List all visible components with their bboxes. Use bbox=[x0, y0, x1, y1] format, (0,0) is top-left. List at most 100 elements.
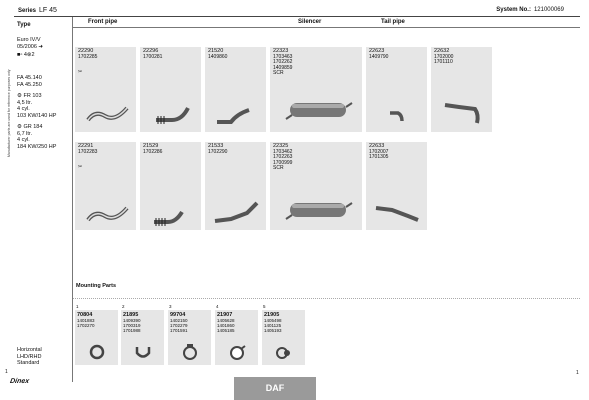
part-card[interactable]: 22633 1702007 1701305 bbox=[366, 142, 427, 230]
col-front-pipe: Front pipe bbox=[88, 19, 118, 25]
engine1-code: FR 103 bbox=[23, 93, 42, 99]
part-card[interactable]: 21533 1702290 bbox=[205, 142, 266, 230]
engine2-power: 184 KW/250 HP bbox=[17, 143, 57, 150]
type-sidebar: Type Manufacturer parts are used for ref… bbox=[7, 17, 73, 382]
flex-pipe-icon bbox=[154, 210, 184, 226]
part-code: 22632 bbox=[434, 48, 450, 54]
mount-ref: 1405185 bbox=[217, 328, 235, 333]
mount-ref: 1402150 bbox=[170, 318, 188, 323]
page-number-left: 1 bbox=[5, 369, 8, 375]
ring-clamp-icon bbox=[89, 344, 105, 360]
part-ref: 1702290 bbox=[208, 148, 228, 155]
item-index: 2 bbox=[122, 304, 125, 309]
tail-pipe-icon bbox=[390, 111, 404, 122]
part-card[interactable]: 22632 1702000 1701110 bbox=[431, 47, 492, 132]
part-code: 22323 bbox=[273, 48, 289, 54]
part-ref: 1702007 bbox=[369, 148, 389, 155]
part-ref: 1702283 bbox=[78, 148, 98, 155]
part-card[interactable]: 21520 1409860 bbox=[205, 47, 266, 132]
silencer-icon bbox=[285, 202, 353, 220]
part-card[interactable]: 22623 1409790 bbox=[366, 47, 427, 132]
series-value: LF 45 bbox=[39, 7, 57, 14]
part-ref: 1702285 bbox=[78, 53, 98, 60]
item-index: 1 bbox=[76, 304, 79, 309]
part-card[interactable]: 22323 1703463 1702262 1409859 SCR bbox=[270, 47, 362, 132]
part-code: 22325 bbox=[273, 143, 289, 149]
mount-ref: 1409390 bbox=[123, 318, 141, 323]
part-card[interactable]: 22291 1702283 ✂ bbox=[75, 142, 136, 230]
column-headers: Front pipe Silencer Tail pipe bbox=[73, 17, 580, 28]
mounting-parts-title: Mounting Parts bbox=[76, 283, 117, 289]
system-value: 121000069 bbox=[533, 7, 564, 13]
engine2-cylinders: 4 cyl. bbox=[17, 137, 30, 143]
part-code: 22291 bbox=[78, 143, 94, 149]
item-index: 3 bbox=[169, 304, 172, 309]
part-ref: 1701305 bbox=[369, 154, 389, 160]
scissors-icon: ✂ bbox=[78, 69, 83, 75]
part-card[interactable]: 22296 1700281 bbox=[140, 47, 201, 132]
mount-ref: 1401860 bbox=[217, 323, 235, 328]
mount-code: 70804 bbox=[77, 312, 93, 318]
engine1-power: 103 KW/140 HP bbox=[17, 112, 57, 119]
part-ref: 1409859 bbox=[273, 64, 293, 71]
production-date: 05/2006 ➜ bbox=[17, 43, 44, 50]
bend-pipe-icon bbox=[217, 108, 250, 124]
model-2: FA 45.250 bbox=[17, 81, 42, 88]
tail-pipe-icon bbox=[444, 103, 480, 124]
page-number-right: 1 bbox=[576, 370, 579, 376]
part-code: 21529 bbox=[143, 143, 159, 149]
part-ref: 1700999 bbox=[273, 159, 293, 166]
mount-ref: 1405193 bbox=[264, 328, 282, 333]
mount-ref: 1401883 bbox=[77, 318, 95, 323]
part-ref: 1702263 bbox=[273, 154, 293, 160]
part-ref: 1703463 bbox=[273, 53, 293, 60]
vertical-note: Manufacturer parts are used for referenc… bbox=[7, 69, 11, 157]
mounting-card[interactable]: 2 21895 1409390 1700319 1701988 bbox=[121, 304, 164, 365]
part-card[interactable]: 22290 1702285 ✂ bbox=[75, 47, 136, 132]
part-ref: 1702262 bbox=[273, 59, 293, 65]
part-card[interactable]: 21529 1702286 bbox=[140, 142, 201, 230]
scissors-icon: ✂ bbox=[78, 164, 83, 170]
mount-code: 21905 bbox=[264, 312, 280, 318]
mount-ref: 1405628 bbox=[217, 318, 235, 323]
part-ref: 1701110 bbox=[434, 59, 453, 65]
type-heading: Type bbox=[17, 22, 31, 28]
part-ref: 1703462 bbox=[273, 148, 293, 155]
mounting-card[interactable]: 1 70804 1401883 1702270 bbox=[75, 304, 118, 365]
mounting-card[interactable]: 4 21907 1405628 1401860 1405185 bbox=[215, 304, 258, 365]
silencer-icon bbox=[285, 102, 353, 120]
engine1-displacement: 4,5 ltr. bbox=[17, 99, 32, 106]
engine2-code: GR 184 bbox=[23, 124, 43, 130]
mount-ref: 1700319 bbox=[123, 323, 141, 328]
model-1: FA 45.140 bbox=[17, 75, 42, 81]
part-card[interactable]: 22325 1703462 1702263 1700999 SCR bbox=[270, 142, 362, 230]
part-extra: SCR bbox=[273, 70, 284, 76]
mount-code: 21907 bbox=[217, 312, 233, 318]
bend-pipe-icon bbox=[214, 201, 259, 223]
divider bbox=[73, 298, 580, 299]
engine2-displacement: 6,7 ltr. bbox=[17, 130, 32, 137]
gasket-icon bbox=[276, 347, 290, 359]
system-label: System No.: bbox=[496, 7, 531, 13]
brand-tab: DAF bbox=[234, 377, 316, 400]
part-code: 21520 bbox=[208, 48, 224, 54]
part-ref: 1700281 bbox=[143, 53, 163, 60]
engine-icon: ⚙ bbox=[17, 124, 22, 130]
part-extra: SCR bbox=[273, 165, 284, 171]
mount-code: 99704 bbox=[170, 312, 186, 318]
euro-standard: Euro IV/V bbox=[17, 37, 41, 43]
vehicle-icons: ■▫ 4⊗2 bbox=[17, 52, 43, 59]
col-silencer: Silencer bbox=[298, 19, 322, 25]
part-ref: 1702286 bbox=[143, 148, 163, 155]
mount-ref: 1405498 bbox=[264, 318, 282, 323]
mounting-card[interactable]: 3 99704 1402150 1702279 1701591 bbox=[168, 304, 211, 365]
part-ref: 1409860 bbox=[208, 53, 228, 60]
part-code: 21533 bbox=[208, 143, 224, 149]
part-ref: 1409790 bbox=[369, 53, 389, 60]
mount-ref: 1401125 bbox=[264, 323, 282, 328]
part-code: 22633 bbox=[369, 143, 385, 149]
mounting-card[interactable]: 5 21905 1405498 1401125 1405193 bbox=[262, 304, 305, 365]
truck-icon: ■▫ bbox=[17, 52, 23, 58]
part-code: 22290 bbox=[78, 48, 94, 54]
axle-icon: 4⊗2 bbox=[23, 52, 35, 58]
